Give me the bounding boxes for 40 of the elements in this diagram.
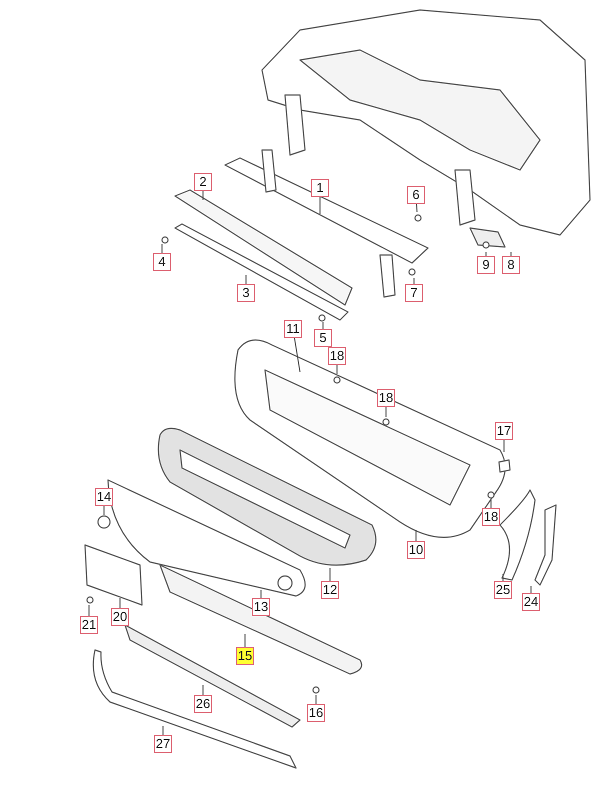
callout-number: 13 — [252, 598, 270, 616]
leader-line — [416, 204, 418, 212]
callout-number: 2 — [194, 173, 212, 191]
callout-number: 27 — [154, 735, 172, 753]
callout-number: 3 — [237, 284, 255, 302]
callout-number: 10 — [407, 541, 425, 559]
leader-line — [322, 322, 324, 330]
leader-line — [490, 500, 492, 508]
callout-number: 21 — [80, 616, 98, 634]
leader-line — [202, 190, 204, 200]
leader-line — [530, 586, 532, 594]
callout-number: 5 — [314, 329, 332, 347]
callout-number: 6 — [407, 186, 425, 204]
leader-line — [162, 726, 164, 736]
leader-line — [88, 604, 90, 616]
leader-line — [502, 574, 504, 582]
leader-line — [202, 684, 204, 696]
callout-number: 9 — [477, 256, 495, 274]
leader-line — [260, 590, 262, 598]
callout-number: 25 — [494, 581, 512, 599]
callout-number: 1 — [311, 179, 329, 197]
callout-number: 8 — [502, 256, 520, 274]
callout-number: 18 — [482, 508, 500, 526]
callout-number: 14 — [95, 488, 113, 506]
callout-number: 26 — [194, 695, 212, 713]
callout-number: 7 — [405, 284, 423, 302]
callout-number: 18 — [377, 389, 395, 407]
callout-number: 18 — [328, 347, 346, 365]
callout-number: 4 — [153, 253, 171, 271]
callout-number: 17 — [495, 422, 513, 440]
callout-number: 24 — [522, 593, 540, 611]
leader-line — [510, 252, 512, 256]
leader-line — [294, 338, 300, 372]
leader-line — [244, 634, 246, 648]
callout-number: 15 — [236, 647, 254, 665]
leader-line — [336, 364, 338, 374]
callout-number: 16 — [307, 704, 325, 722]
callout-number: 11 — [284, 320, 302, 338]
callout-number: 12 — [321, 581, 339, 599]
callout-number: 20 — [111, 608, 129, 626]
